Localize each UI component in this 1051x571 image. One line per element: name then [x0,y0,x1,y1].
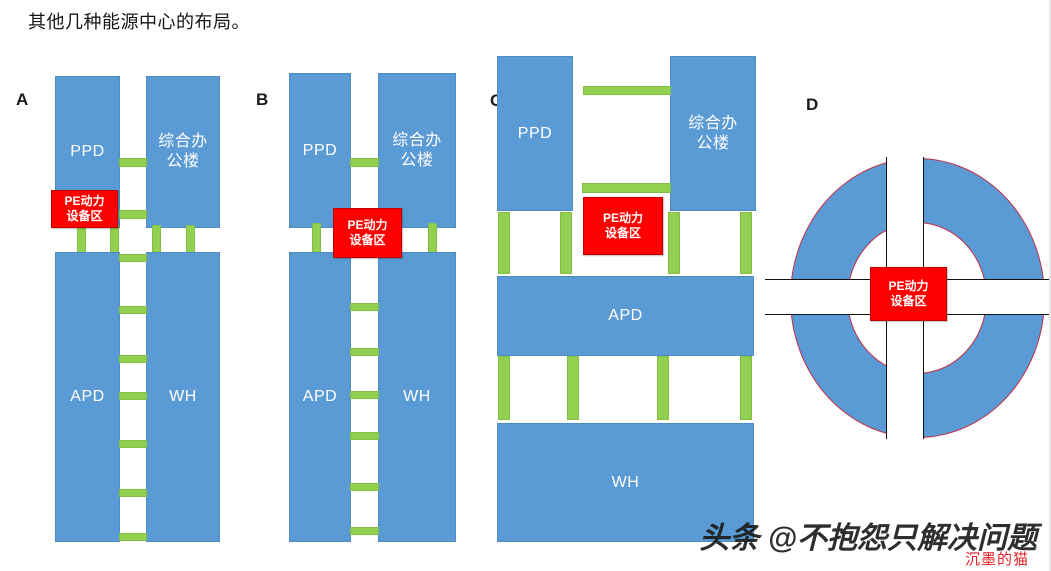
connector-v [428,223,437,253]
panel-b: B PPD 综合办 公楼 PE动力 设备区 APD WH [250,0,485,571]
connector-h [119,254,147,262]
building-ppd: PPD [289,73,351,228]
connector-v [498,212,510,274]
building-ppd-label: PPD [70,143,105,161]
connector-v [152,225,161,253]
pe-label-2: 设备区 [604,226,641,240]
connector-v [312,223,321,253]
connector-v [77,225,86,253]
connector-v [740,356,752,420]
connector-h [119,158,147,167]
connector-h [350,483,379,491]
building-apd: APD [289,252,351,542]
pe-equipment-zone: PE动力 设备区 [583,197,663,255]
pe-label-1: PE动力 [602,210,643,225]
watermark-subtext: 沉墨的猫 [964,551,1029,568]
connector-v [657,356,669,420]
building-office-label-2: 公楼 [696,134,730,152]
connector-h [119,355,147,363]
connector-h [119,210,147,219]
connector-h [350,432,379,440]
pe-label-1: PE动力 [347,217,388,232]
building-wh-label: WH [169,388,197,406]
connector-v [498,356,510,420]
building-ppd-label: PPD [302,141,338,159]
pe-label-1: PE动力 [888,278,929,293]
building-wh: WH [378,252,456,542]
panel-a: A PPD 综合办 公楼 PE动力 设备区 APD WH [0,0,250,571]
connector-h [582,183,671,193]
connector-h [119,489,147,497]
building-apd-label: APD [70,388,105,406]
connector-v [560,212,572,274]
connector-v [186,225,195,253]
connector-v [567,356,579,420]
ring-layout: PE动力 设备区 [765,0,1049,571]
building-apd: APD [497,276,754,356]
watermark-text: 头条 @不抱怨只解决问题 [699,522,1037,555]
connector-v [740,212,752,274]
pe-equipment-zone: PE动力 设备区 [870,267,947,321]
connector-h [350,391,379,399]
connector-h [350,348,379,356]
building-wh: WH [146,252,220,542]
connector-h [583,86,671,95]
pe-equipment-zone: PE动力 设备区 [51,190,118,228]
connector-h [119,533,147,541]
panel-c: C PPD 综合办 公楼 PE动力 设备区 APD [485,0,780,571]
connector-h [350,158,379,167]
panel-d: D PE动力 设备区 [765,0,1049,571]
panel-d-letter: D [806,95,819,114]
connector-h [119,440,147,448]
building-office-label-1: 综合办 [688,114,738,132]
panel-a-letter: A [16,90,29,109]
building-apd: APD [55,252,120,542]
connector-h [350,303,379,311]
connector-h [119,392,147,400]
pe-label-1: PE动力 [64,193,105,208]
page-title: 其他几种能源中心的布局。 [28,12,250,32]
pe-label-2: 设备区 [66,209,103,223]
pe-label-2: 设备区 [890,294,927,308]
building-office-label-2: 公楼 [166,153,200,170]
panel-b-letter: B [256,90,269,109]
building-office: 综合办 公楼 [670,56,756,211]
connector-h [119,306,147,314]
building-apd-label: APD [608,307,643,325]
building-wh-label: WH [611,473,640,491]
connector-v [668,212,680,274]
building-wh: WH [497,423,754,542]
building-apd-label: APD [302,388,338,406]
pe-label-2: 设备区 [349,233,386,247]
building-wh-label: WH [403,388,431,406]
building-office-label-2: 公楼 [400,151,434,169]
connector-h [350,527,379,535]
pe-equipment-zone: PE动力 设备区 [333,208,402,258]
building-office: 综合办 公楼 [378,73,456,228]
building-office-label-1: 综合办 [158,133,208,151]
connector-v [110,225,119,253]
building-office-label-1: 综合办 [392,131,442,149]
building-ppd: PPD [497,56,573,211]
building-office: 综合办 公楼 [146,76,220,228]
building-ppd-label: PPD [517,124,553,142]
